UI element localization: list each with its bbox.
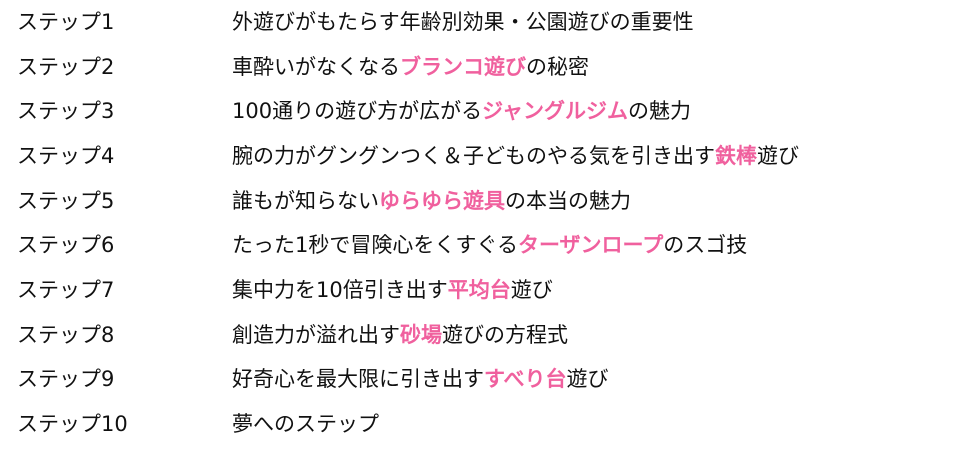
highlighted-keyword: 鉄棒	[715, 144, 757, 168]
step-label: ステップ2	[17, 55, 115, 79]
title-text: 車酔いがなくなる	[232, 55, 400, 79]
title-text: の本当の魅力	[505, 189, 631, 213]
title-text: 夢へのステップ	[232, 412, 379, 436]
highlighted-keyword: ターザンロープ	[517, 233, 664, 257]
step-label: ステップ6	[17, 233, 115, 257]
step-row: ステップ6 たった1秒で冒険心をくすぐるターザンロープのスゴ技	[0, 223, 963, 267]
title-text: たった1秒で冒険心をくすぐる	[232, 233, 518, 257]
step-label: ステップ7	[17, 278, 115, 302]
title-text: 好奇心を最大限に引き出す	[232, 367, 484, 391]
step-title: 車酔いがなくなるブランコ遊びの秘密	[232, 45, 589, 89]
highlighted-keyword: ゆらゆら遊具	[379, 189, 505, 213]
step-row: ステップ5 誰もが知らないゆらゆら遊具の本当の魅力	[0, 179, 963, 223]
step-label: ステップ10	[17, 412, 128, 436]
step-title: 誰もが知らないゆらゆら遊具の本当の魅力	[232, 179, 631, 223]
step-row: ステップ2 車酔いがなくなるブランコ遊びの秘密	[0, 45, 963, 89]
step-title: 好奇心を最大限に引き出すすべり台遊び	[232, 357, 609, 401]
title-text: 100通りの遊び方が広がる	[232, 99, 483, 123]
highlighted-keyword: ブランコ遊び	[400, 55, 526, 79]
step-row: ステップ10 夢へのステップ	[0, 402, 963, 446]
title-text: の秘密	[526, 55, 589, 79]
title-text: の魅力	[628, 99, 692, 123]
title-text: 腕の力がグングンつく＆子どものやる気を引き出す	[232, 144, 715, 168]
title-text: 遊び	[566, 367, 609, 391]
highlighted-keyword: ジャングルジム	[482, 99, 629, 123]
title-text: 遊びの方程式	[442, 323, 568, 347]
highlighted-keyword: 平均台	[447, 278, 511, 302]
highlighted-keyword: すべり台	[484, 367, 567, 391]
step-label: ステップ9	[17, 367, 115, 391]
step-row: ステップ7 集中力を10倍引き出す平均台遊び	[0, 268, 963, 312]
highlighted-keyword: 砂場	[400, 323, 442, 347]
step-label: ステップ4	[17, 144, 115, 168]
title-text: 集中力を10倍引き出す	[232, 278, 448, 302]
step-title: 外遊びがもたらす年齢別効果・公園遊びの重要性	[232, 0, 694, 44]
step-title: 夢へのステップ	[232, 402, 379, 446]
step-title: 100通りの遊び方が広がるジャングルジムの魅力	[232, 89, 691, 133]
step-row: ステップ3 100通りの遊び方が広がるジャングルジムの魅力	[0, 89, 963, 133]
step-label: ステップ8	[17, 323, 115, 347]
title-text: 創造力が溢れ出す	[232, 323, 400, 347]
title-text: 外遊びがもたらす年齢別効果・公園遊びの重要性	[232, 10, 694, 34]
step-row: ステップ4 腕の力がグングンつく＆子どものやる気を引き出す鉄棒遊び	[0, 134, 963, 178]
step-label: ステップ5	[17, 189, 115, 213]
title-text: 誰もが知らない	[232, 189, 379, 213]
step-row: ステップ8 創造力が溢れ出す砂場遊びの方程式	[0, 313, 963, 357]
step-label: ステップ3	[17, 99, 115, 123]
step-label: ステップ1	[17, 10, 115, 34]
title-text: のスゴ技	[663, 233, 748, 257]
step-row: ステップ9 好奇心を最大限に引き出すすべり台遊び	[0, 357, 963, 401]
step-row: ステップ1 外遊びがもたらす年齢別効果・公園遊びの重要性	[0, 0, 963, 44]
step-title: 創造力が溢れ出す砂場遊びの方程式	[232, 313, 568, 357]
step-title: たった1秒で冒険心をくすぐるターザンロープのスゴ技	[232, 223, 747, 267]
step-title: 集中力を10倍引き出す平均台遊び	[232, 268, 553, 312]
title-text: 遊び	[510, 278, 553, 302]
title-text: 遊び	[757, 144, 799, 168]
step-title: 腕の力がグングンつく＆子どものやる気を引き出す鉄棒遊び	[232, 134, 799, 178]
